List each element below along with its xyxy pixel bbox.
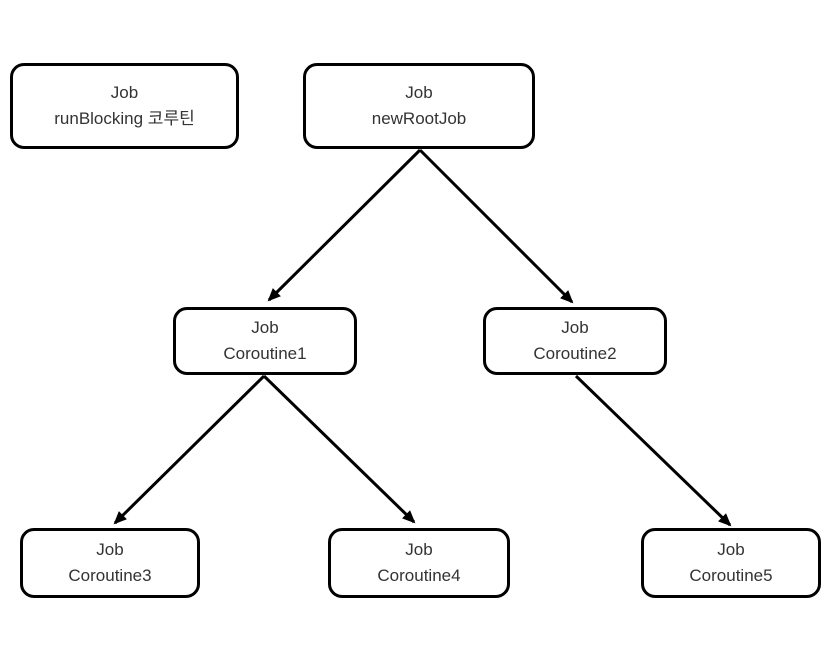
- edge-coroutine2-job-to-coroutine5-job: [574, 374, 732, 527]
- node-runblocking-job: Job runBlocking 코루틴: [10, 63, 239, 149]
- node-subtitle: Coroutine3: [68, 566, 152, 585]
- node-subtitle: Coroutine4: [377, 566, 461, 585]
- node-title: Job: [110, 83, 139, 102]
- edge-coroutine1-job-to-coroutine4-job: [262, 374, 416, 524]
- node-subtitle: newRootJob: [371, 109, 467, 128]
- node-new-root-job: Job newRootJob: [303, 63, 535, 149]
- node-title: Job: [96, 540, 124, 559]
- node-subtitle: Coroutine1: [223, 344, 307, 363]
- edge-new-root-job-to-coroutine1-job: [267, 148, 422, 302]
- node-title: Job: [405, 83, 433, 102]
- node-title: Job: [717, 540, 745, 559]
- node-title: Job: [561, 318, 589, 337]
- edge-new-root-job-to-coroutine2-job: [418, 148, 574, 304]
- edge-coroutine1-job-to-coroutine3-job: [113, 374, 266, 525]
- node-subtitle: Coroutine5: [689, 566, 773, 585]
- node-title: Job: [251, 318, 279, 337]
- node-title: Job: [405, 540, 433, 559]
- node-subtitle: runBlocking 코루틴: [54, 109, 195, 128]
- node-subtitle: Coroutine2: [533, 344, 617, 363]
